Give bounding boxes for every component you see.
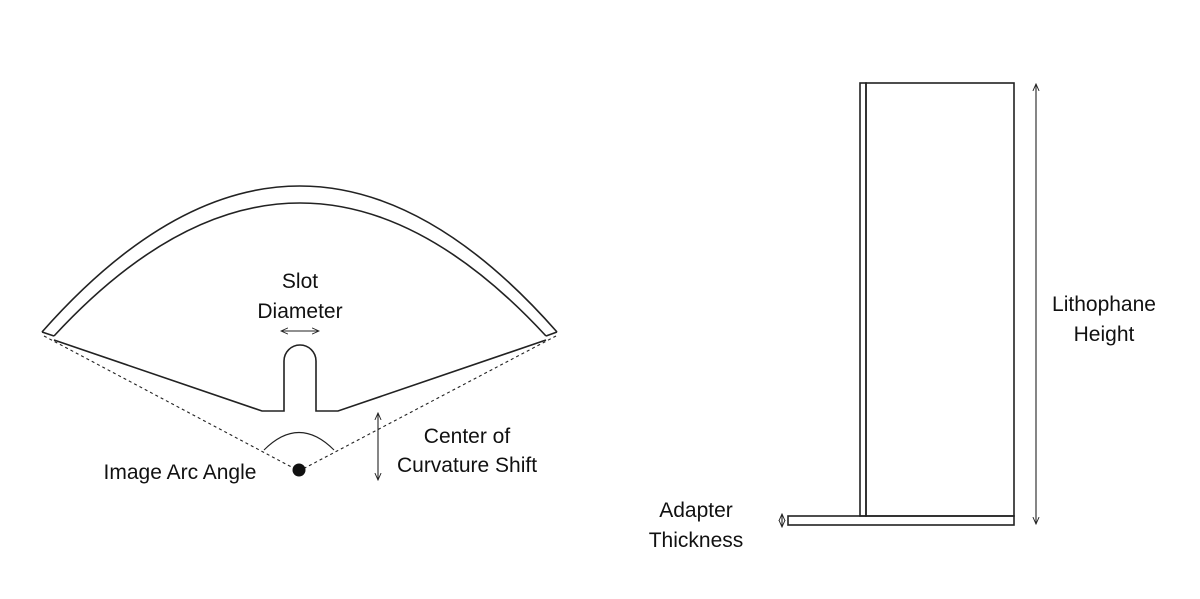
center-of-curvature-point xyxy=(292,463,306,477)
dashed-line-right xyxy=(298,335,557,472)
height-label: Height xyxy=(1074,323,1135,346)
adapter-base-plate xyxy=(787,515,1015,526)
lithophane-label: Lithophane xyxy=(1052,293,1156,316)
dashed-line-left xyxy=(43,335,300,472)
center-of-label: Center of xyxy=(424,425,511,448)
band-end-right xyxy=(545,331,558,337)
inner-arc xyxy=(53,202,547,337)
thickness-label: Thickness xyxy=(649,529,744,552)
curvature-shift-label: Curvature Shift xyxy=(397,454,537,477)
panel-wall xyxy=(859,82,867,517)
adapter-label: Adapter xyxy=(659,499,733,522)
band-end-left xyxy=(41,331,55,337)
image-arc-angle-arc xyxy=(263,431,335,451)
adapter-body xyxy=(53,339,547,412)
image-arc-angle-label: Image Arc Angle xyxy=(104,461,257,484)
lithophane-panel xyxy=(865,82,1015,517)
slot-label: Slot xyxy=(282,270,318,293)
outer-arc xyxy=(41,185,558,333)
top-view: Slot Diameter Center of Curvature Shift … xyxy=(41,185,558,484)
side-view: Lithophane Height Adapter Thickness xyxy=(649,82,1156,552)
diameter-label: Diameter xyxy=(257,300,342,323)
